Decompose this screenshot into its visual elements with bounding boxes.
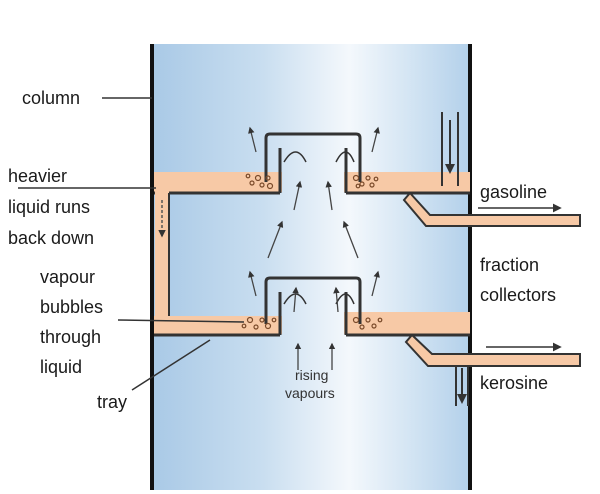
gasoline-pipe	[402, 191, 581, 227]
vapour-leader	[117, 319, 245, 323]
upper-bubble-cap	[264, 132, 362, 193]
vapour-label-line4: liquid	[40, 357, 83, 377]
heavier-label-line3: back down	[8, 228, 95, 248]
heavier-label-line1: heavier	[8, 166, 68, 186]
heavier-label-line2: liquid runs	[8, 197, 91, 217]
column-label: column	[22, 88, 81, 108]
downcomer	[155, 180, 170, 320]
fraction-label-line2: collectors	[480, 285, 557, 305]
lower-bubbles	[241, 316, 383, 330]
fraction-label-line1: fraction	[480, 255, 540, 275]
upper-bubbles	[245, 173, 379, 190]
vapour-label-line2: bubbles	[40, 297, 104, 317]
vapour-label-line3: through	[40, 327, 102, 347]
rising-label-line1: rising	[295, 367, 329, 383]
vapour-label-line1: vapour	[40, 267, 96, 287]
lower-down-pipe	[455, 366, 469, 406]
lower-liquid-right	[344, 312, 470, 334]
top-down-pipe	[441, 112, 459, 186]
gasoline-label: gasoline	[480, 182, 548, 202]
tray-leader	[131, 339, 211, 391]
column-body	[152, 44, 470, 490]
lower-bubble-cap	[264, 276, 362, 335]
vapour-arrows	[248, 126, 380, 370]
tray-label: tray	[97, 392, 128, 412]
kerosine-label: kerosine	[480, 373, 549, 393]
upper-liquid-left	[154, 172, 282, 192]
kerosine-pipe	[404, 333, 581, 367]
rising-label-line2: vapours	[285, 385, 335, 401]
